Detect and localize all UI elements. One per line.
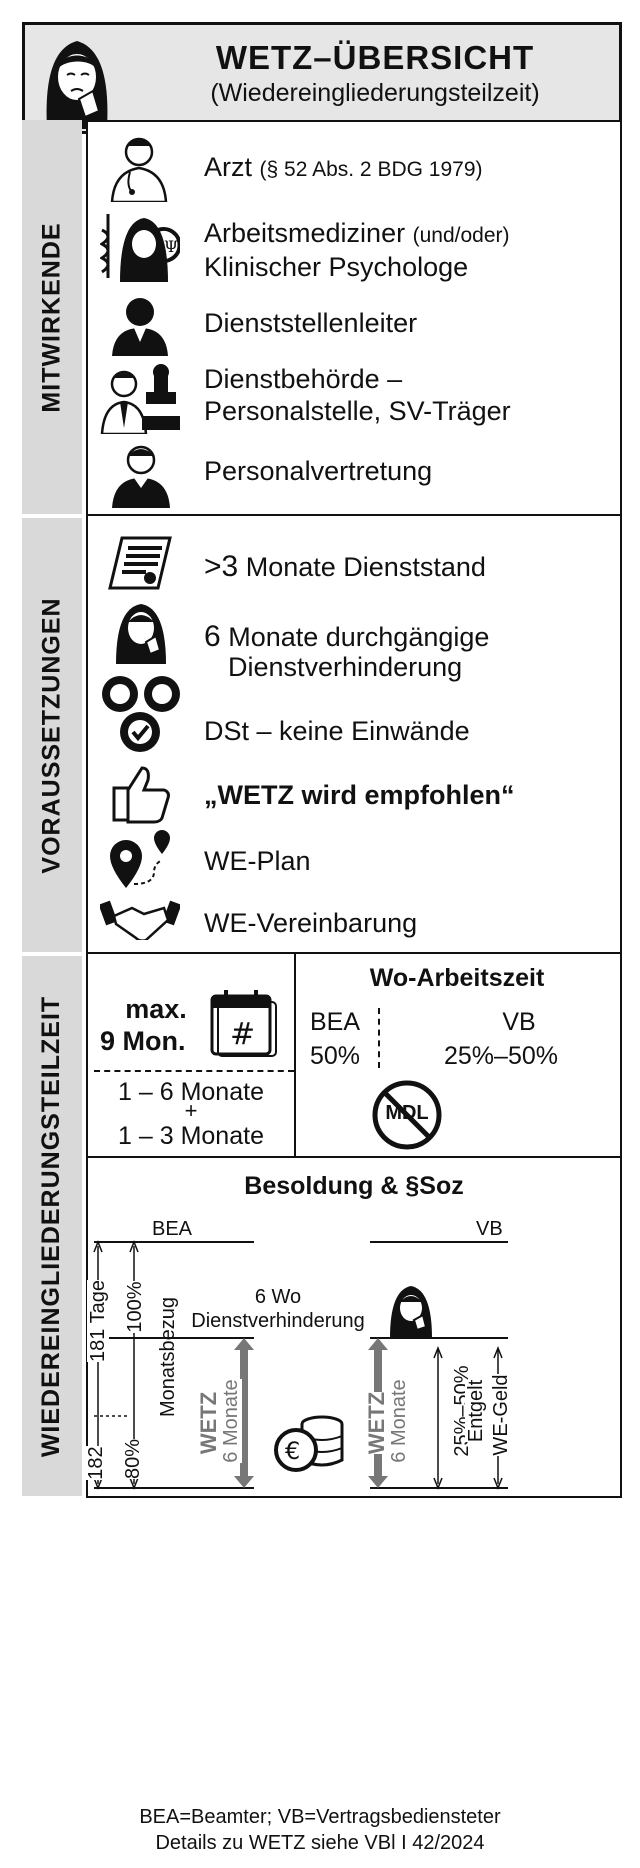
section-label-wetz: WIEDEREINGLIEDERUNGSTEILZEIT xyxy=(37,995,66,1457)
euro-coins-icon: € xyxy=(274,1415,344,1472)
item-behoerde-1: Dienstbehörde – xyxy=(204,364,403,394)
page-title: WETZ–ÜBERSICHT xyxy=(215,39,535,76)
staff-representative-icon xyxy=(112,445,170,508)
monate-vb-label: 6 Monate xyxy=(388,1379,410,1463)
wetz-vb: WETZ xyxy=(364,1378,390,1468)
tage-182: 182 xyxy=(85,1443,111,1483)
panel-wetz-dauer: max. 9 Mon. # 1 – 6 Monate + 1 – 3 Monat… xyxy=(86,952,622,1158)
monate-bea-label: 6 Monate xyxy=(220,1379,242,1463)
section-label-mitwirkende: MITWIRKENDE xyxy=(37,221,66,413)
pct-100: 100% xyxy=(124,1272,150,1342)
wetz-bea-label: WETZ xyxy=(196,1391,221,1455)
svg-text:Ψ: Ψ xyxy=(164,237,178,256)
und-oder-label: (und/oder) xyxy=(412,224,510,247)
max-label-1: max. xyxy=(125,994,187,1024)
wo-divider xyxy=(378,1008,380,1068)
item-psychologe: Klinischer Psychologe xyxy=(204,252,469,282)
gears-approval-icon xyxy=(102,676,180,752)
arbeitsmediziner-label: Arbeitsmediziner xyxy=(204,218,406,248)
monatsbezug-label: Monatsbezug xyxy=(157,1296,179,1418)
monate-vb: 6 Monate xyxy=(388,1366,414,1476)
req-dienststand-text: Monate Dienststand xyxy=(245,552,486,582)
wo-arbeitszeit-title: Wo-Arbeitszeit xyxy=(369,964,545,992)
item-leiter: Dienststellenleiter xyxy=(204,308,418,338)
duration-1: 1 – 6 Monate xyxy=(118,1078,264,1106)
pct-100-label: 100% xyxy=(124,1281,146,1333)
item-arzt: Arzt (§ 52 Abs. 2 BDG 1979) xyxy=(204,152,483,183)
arzt-label: Arzt xyxy=(204,152,253,182)
svg-text:€: € xyxy=(285,1437,300,1465)
handshake-icon xyxy=(100,900,180,940)
bea-col-label: BEA xyxy=(152,1218,193,1240)
duration-divider xyxy=(94,1070,294,1072)
req-keine-einwaende: DSt – keine Einwände xyxy=(204,716,470,746)
sick-woman-small-icon xyxy=(390,1286,432,1338)
panel-besoldung: Besoldung & §Soz BEA VB 6 Wo Dienstverhi… xyxy=(85,1156,622,1498)
side-bar-mitwirkende: MITWIRKENDE xyxy=(22,120,82,514)
pct-80: 80% xyxy=(122,1432,148,1486)
department-head-icon xyxy=(112,298,168,356)
duration-plus: + xyxy=(184,1098,198,1123)
route-plan-icon xyxy=(110,830,170,888)
bea-label: BEA xyxy=(310,1008,361,1036)
vb-col-label: VB xyxy=(476,1218,503,1240)
side-bar-wetz: WIEDEREINGLIEDERUNGSTEILZEIT xyxy=(22,956,82,1496)
pct-80-label: 80% xyxy=(122,1438,144,1480)
besoldung-title: Besoldung & §Soz xyxy=(244,1172,464,1200)
worried-woman-icon xyxy=(46,41,108,129)
vb-percent: 25%–50% xyxy=(444,1042,558,1070)
max-label-2: 9 Mon. xyxy=(100,1026,186,1056)
tage-181: 181 Tage xyxy=(87,1271,113,1371)
header-box: WETZ–ÜBERSICHT (Wiedereingliederungsteil… xyxy=(22,22,622,134)
authority-stamp-icon xyxy=(100,364,180,434)
entgelt: Entgelt xyxy=(465,1361,491,1461)
we-geld: WE-Geld xyxy=(490,1360,516,1470)
req-verhinderung-2: Dienstverhinderung xyxy=(228,652,463,682)
footer-line-2: Details zu WETZ siehe VBl I 42/2024 xyxy=(155,1832,485,1854)
req-dienststand: >3 Monate Dienststand xyxy=(204,550,486,584)
panel-voraussetzungen: >3 Monate Dienststand 6 Monate durchgäng… xyxy=(86,514,622,954)
besoldung-diagram xyxy=(93,1239,508,1491)
wetz-vertical-divider xyxy=(294,954,296,1158)
doctor-icon xyxy=(110,137,168,202)
sick-woman-icon xyxy=(116,604,166,664)
occupational-physician-icon: Ψ xyxy=(100,214,180,282)
mdl-label: MDL xyxy=(385,1102,429,1124)
req-verhinderung-1: 6 Monate durchgängige xyxy=(204,620,489,654)
req-verhinderung-num: 6 xyxy=(204,620,221,653)
req-we-plan: WE-Plan xyxy=(204,846,311,876)
svg-text:#: # xyxy=(230,1017,255,1052)
entgelt-label: Entgelt xyxy=(465,1379,487,1443)
req-we-vereinbarung: WE-Vereinbarung xyxy=(204,908,418,938)
bea-percent: 50% xyxy=(310,1042,361,1070)
monatsbezug: Monatsbezug xyxy=(157,1287,183,1427)
item-arbeitsmediziner: Arbeitsmediziner (und/oder) xyxy=(204,218,509,249)
section-label-voraussetzungen: VORAUSSETZUNGEN xyxy=(37,596,66,874)
dienstverhinderung-1: 6 Wo xyxy=(254,1286,302,1308)
item-behoerde-2: Personalstelle, SV-Träger xyxy=(204,396,511,426)
side-bar-voraussetzungen: VORAUSSETZUNGEN xyxy=(22,518,82,952)
duration-2: 1 – 3 Monate xyxy=(118,1122,264,1150)
footer-line-1: BEA=Beamter; VB=Vertragsbediensteter xyxy=(139,1806,501,1828)
wetz-vb-label: WETZ xyxy=(364,1391,389,1455)
monate-bea: 6 Monate xyxy=(220,1366,246,1476)
panel-mitwirkende: Arzt (§ 52 Abs. 2 BDG 1979) Ψ Arbeitsmed… xyxy=(86,120,622,516)
page-subtitle: (Wiedereingliederungsteilzeit) xyxy=(210,79,540,107)
req-verhinderung-text: Monate durchgängige xyxy=(228,622,490,652)
dienstverhinderung-2: Dienstverhinderung xyxy=(191,1310,365,1332)
no-mdl-icon xyxy=(372,1080,442,1150)
item-vertretung: Personalvertretung xyxy=(204,456,433,486)
req-dienststand-num: >3 xyxy=(204,550,239,583)
wetz-bea: WETZ xyxy=(196,1378,222,1468)
tage-181-label: 181 Tage xyxy=(87,1280,109,1362)
calendar-icon: # xyxy=(210,990,277,1057)
thumbs-up-icon xyxy=(112,766,170,824)
vb-label: VB xyxy=(502,1008,536,1036)
arzt-ref: (§ 52 Abs. 2 BDG 1979) xyxy=(259,158,483,181)
req-empfohlen: „WETZ wird empfohlen“ xyxy=(204,780,515,810)
tage-182-label: 182 xyxy=(85,1446,107,1480)
we-geld-label: WE-Geld xyxy=(490,1374,512,1456)
certificate-icon xyxy=(108,536,172,590)
